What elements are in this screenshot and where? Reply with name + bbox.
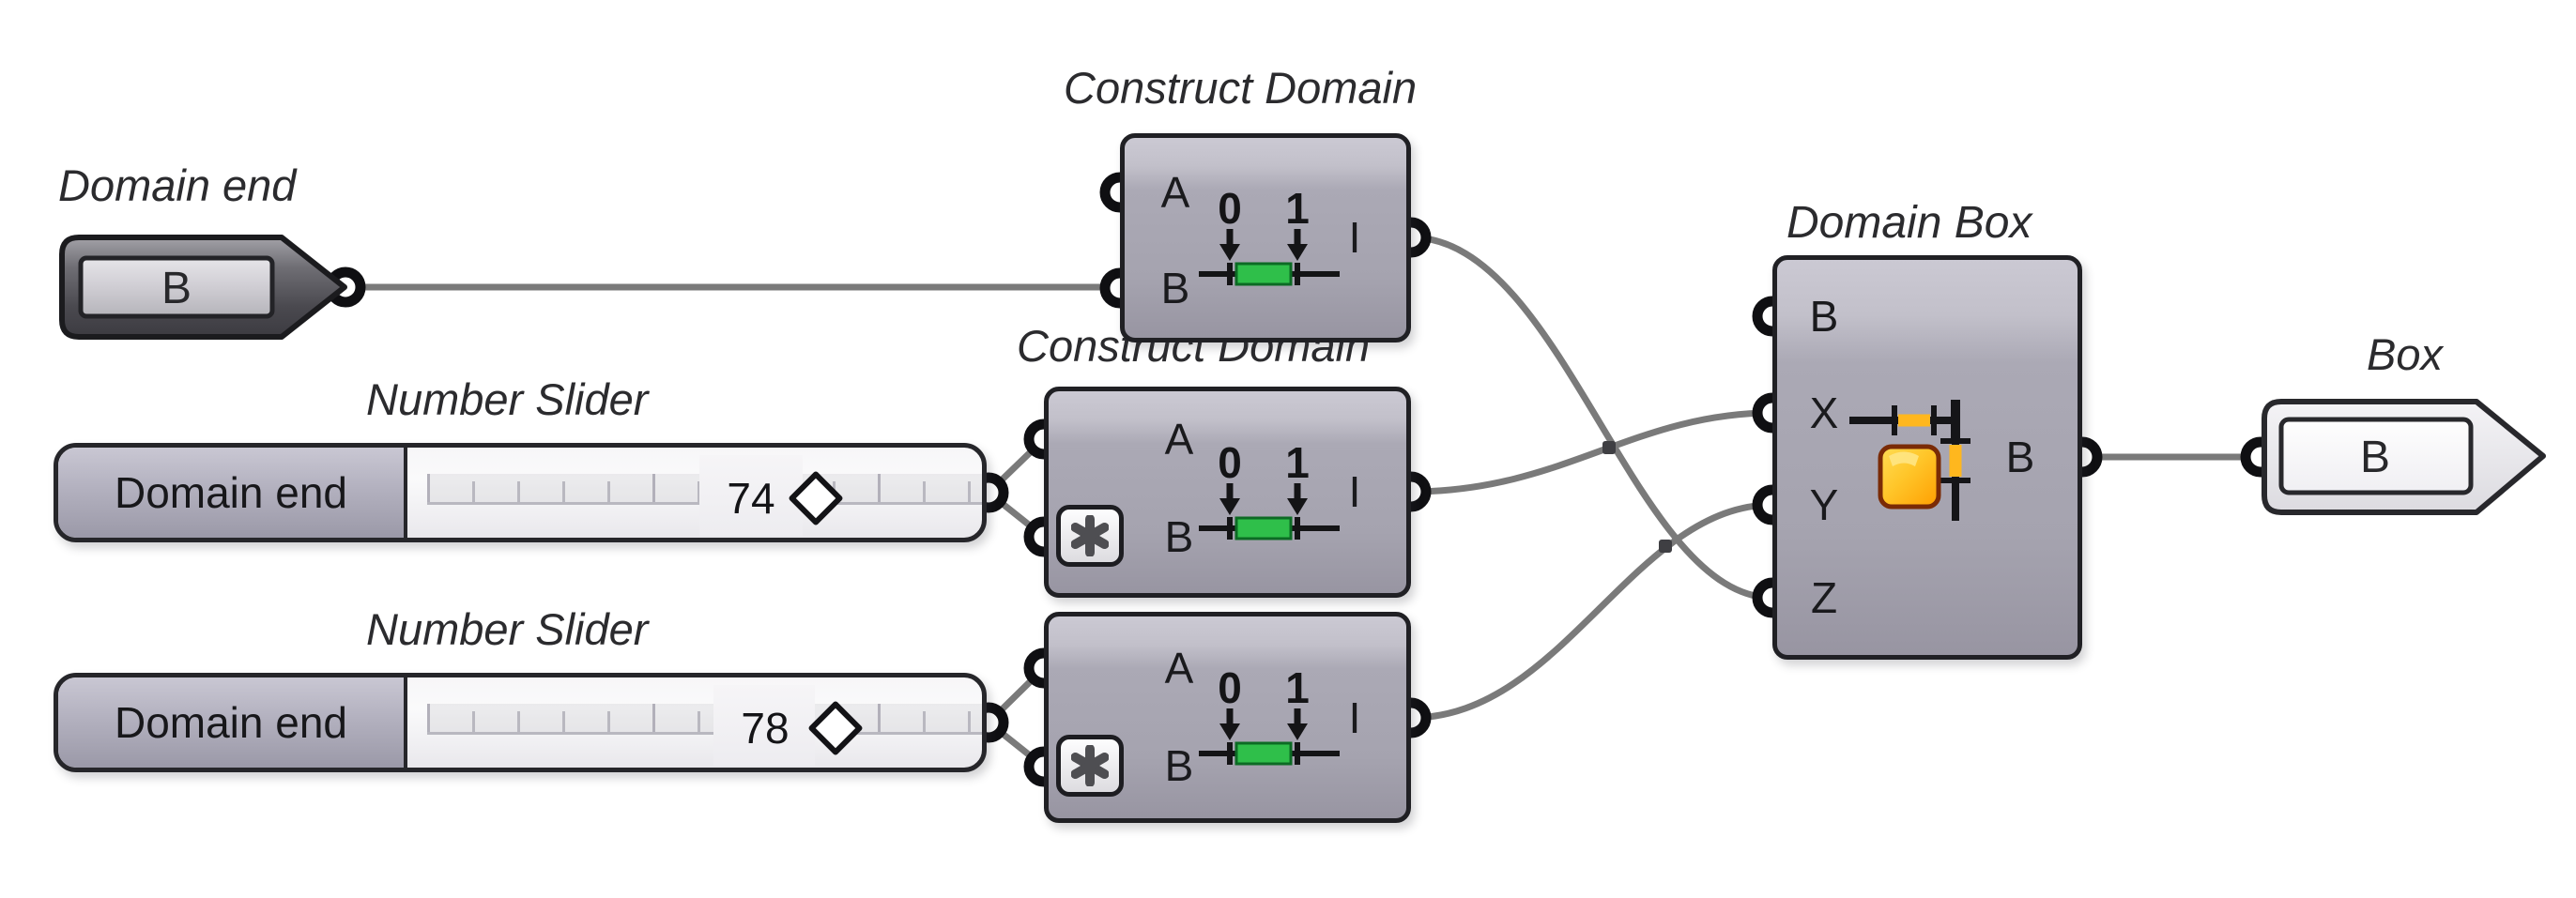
cd2-output-i-label: I	[1348, 467, 1361, 516]
slider-1-value-backing	[699, 455, 803, 536]
svg-text:0: 0	[1218, 184, 1242, 233]
slider-2-value: 78	[741, 704, 790, 753]
asterisk-icon	[1071, 745, 1109, 786]
cd3-output-i-label: I	[1348, 693, 1361, 742]
box-param-label: Box	[2367, 329, 2443, 379]
number-slider-2-label: Number Slider	[366, 604, 649, 654]
cd3-expression-button[interactable]	[1056, 735, 1124, 797]
domainbox-input-x-label: X	[1809, 388, 1839, 437]
slider-1-name[interactable]: Domain end	[58, 448, 407, 538]
construct-domain-1-component[interactable]	[1120, 133, 1411, 342]
box-dimensions-icon	[1849, 400, 1970, 521]
slider-2-value-backing	[713, 685, 815, 766]
cd1-input-a-label: A	[1160, 168, 1190, 217]
wire-crossing-node	[1602, 441, 1616, 454]
box-value: B	[2360, 433, 2390, 482]
domain-box-label: Domain Box	[1786, 198, 2032, 248]
wire-cd2-to-domainbox-x[interactable]	[1407, 409, 1776, 495]
slider-2-ticks-major	[427, 704, 982, 732]
cd1-output-i-label: I	[1348, 213, 1361, 262]
svg-text:1: 1	[1285, 438, 1310, 487]
number-slider-1[interactable]: Domain end 74	[54, 443, 987, 542]
number-slider-1-label: Number Slider	[366, 374, 649, 424]
domainbox-input-y-label: Y	[1809, 480, 1839, 529]
construct-domain-icon: 0 1	[1199, 184, 1340, 286]
svg-text:1: 1	[1285, 663, 1310, 712]
domainbox-output-b-label: B	[2005, 433, 2035, 481]
construct-domain-icon: 0 1	[1199, 438, 1340, 540]
number-slider-2[interactable]: Domain end 78	[54, 673, 987, 772]
construct-domain-1-label: Construct Domain	[1064, 63, 1418, 113]
slider-2-name[interactable]: Domain end	[58, 677, 407, 768]
wire-crossing-node	[1659, 540, 1672, 553]
svg-text:0: 0	[1218, 438, 1242, 487]
asterisk-icon	[1071, 515, 1109, 556]
domainbox-input-b-label: B	[1809, 292, 1839, 341]
domain-end-param-tag[interactable]: B	[56, 233, 349, 342]
cd2-input-b-label: B	[1164, 512, 1194, 561]
cd2-input-a-label: A	[1164, 415, 1194, 464]
svg-text:1: 1	[1285, 184, 1310, 233]
wire-cd3-to-domainbox-y[interactable]	[1407, 501, 1776, 722]
cd3-input-b-label: B	[1164, 741, 1194, 790]
domain-end-value-box	[78, 255, 275, 319]
construct-domain-icon: 0 1	[1199, 663, 1340, 766]
cd3-input-a-label: A	[1164, 644, 1194, 693]
domainbox-input-z-label: Z	[1810, 573, 1838, 622]
box-param-tag[interactable]: B	[2259, 397, 2550, 519]
wire-cd1-to-domainbox-z[interactable]	[1407, 234, 1776, 601]
box-value-box	[2278, 417, 2474, 495]
cd1-input-b-label: B	[1160, 264, 1190, 312]
cd2-expression-button[interactable]	[1056, 505, 1124, 567]
domain-end-param-label: Domain end	[58, 160, 297, 210]
domain-end-value: B	[161, 264, 192, 313]
svg-text:0: 0	[1218, 663, 1242, 712]
slider-1-value: 74	[727, 474, 775, 523]
